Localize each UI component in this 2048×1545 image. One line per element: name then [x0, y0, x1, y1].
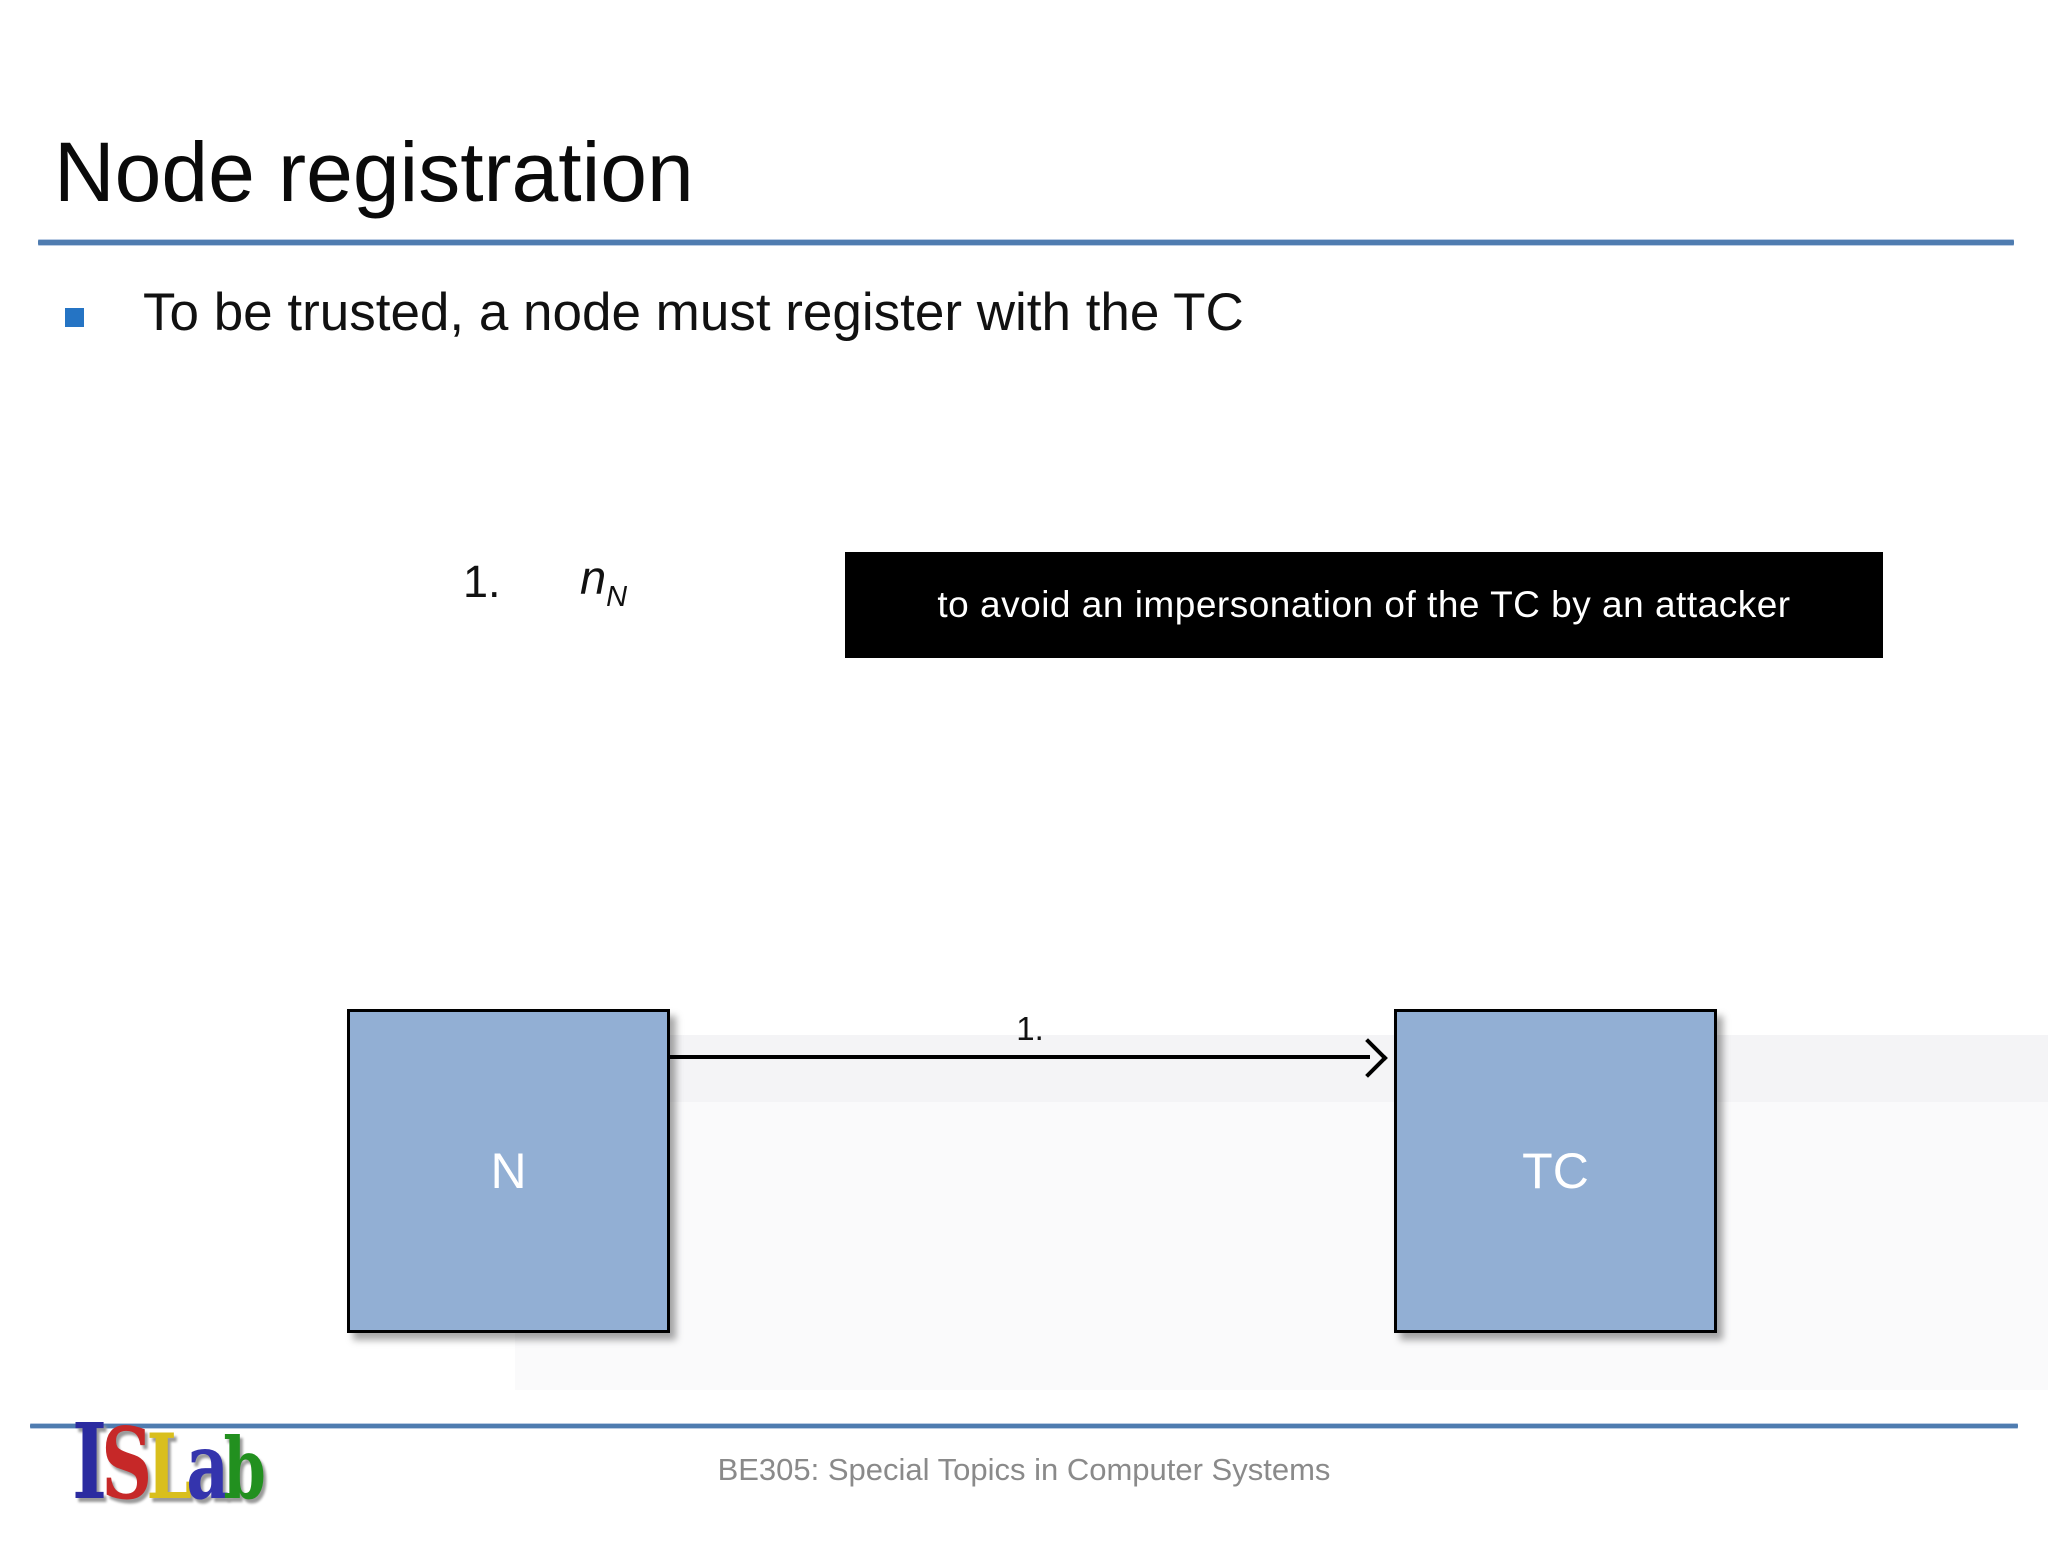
logo-letter-i: I [72, 1400, 107, 1523]
variable-subscript: N [606, 581, 628, 613]
node-n-box: N [347, 1009, 670, 1333]
logo-letter-s: S [101, 1407, 152, 1522]
callout-box: to avoid an impersonation of the TC by a… [845, 552, 1883, 658]
title-divider [38, 240, 2014, 245]
logo-letter-a: a [186, 1412, 229, 1520]
background-band-lower [515, 1102, 2048, 1390]
node-tc-label: TC [1522, 1143, 1589, 1199]
background-band-upper [515, 1035, 2048, 1102]
step-number: 1. [463, 556, 501, 607]
variable-base: n [580, 551, 607, 604]
footer-course-text: BE305: Special Topics in Computer System… [717, 1452, 1331, 1487]
logo-letter-l: L [146, 1414, 192, 1520]
logo-letter-b: b [223, 1419, 265, 1518]
node-tc-box: TC [1394, 1009, 1717, 1333]
bullet-square-icon [65, 308, 84, 327]
callout-text: to avoid an impersonation of the TC by a… [937, 584, 1791, 625]
footer-divider [30, 1424, 2018, 1428]
islab-logo: ISLab [72, 1407, 266, 1545]
page-title: Node registration [54, 125, 694, 220]
node-n-label: N [490, 1143, 527, 1199]
bullet-text: To be trusted, a node must register with… [143, 283, 1244, 342]
step-variable: nN [580, 550, 627, 614]
arrow-step-label: 1. [1016, 1010, 1044, 1047]
arrow-line [670, 1055, 1370, 1059]
